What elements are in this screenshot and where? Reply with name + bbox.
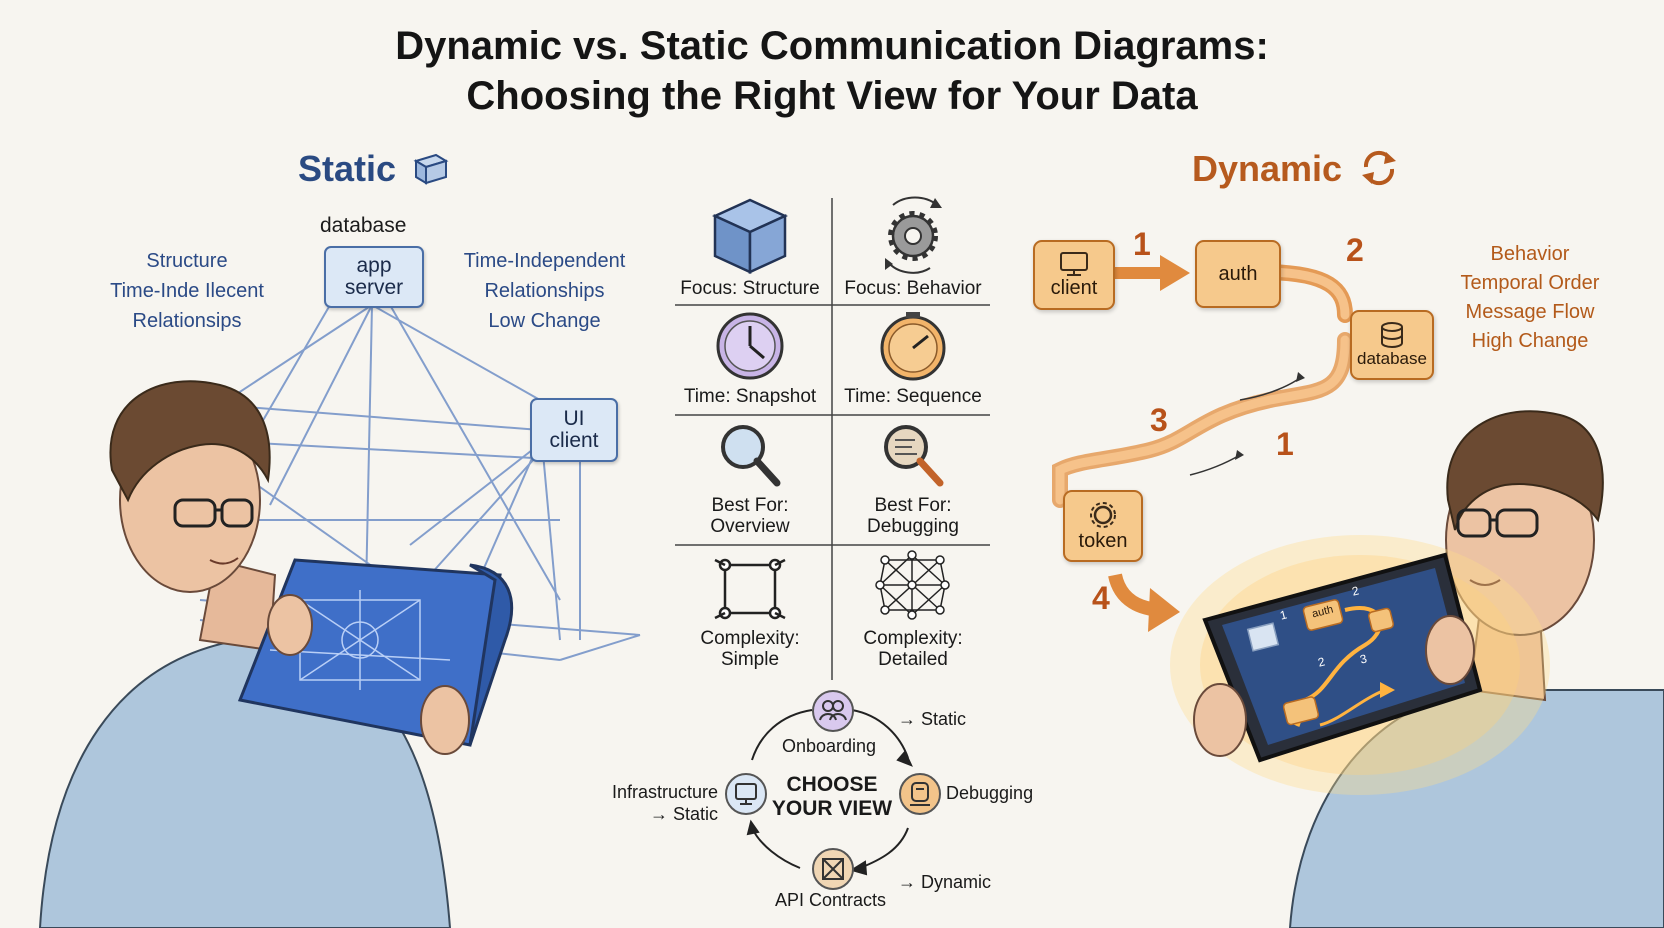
cell-focus-behavior: Focus: Behavior bbox=[844, 278, 982, 299]
infrastructure-result: → Static bbox=[649, 804, 718, 824]
choose-your-view: CHOOSE YOUR VIEW bbox=[762, 773, 902, 821]
cell-focus-structure: Focus: Structure bbox=[680, 278, 820, 299]
cell-complexity-simple: Complexity: Simple bbox=[675, 628, 825, 670]
cell-complexity-simple-line-2: Simple bbox=[720, 649, 780, 670]
cell-best-for-debugging-line-2: Debugging bbox=[867, 516, 959, 537]
cell-complexity-simple-line-1: Complexity: bbox=[700, 628, 800, 649]
step-1-top: 1 bbox=[1133, 226, 1151, 262]
refresh-cycle-icon bbox=[1362, 150, 1397, 186]
ui-client-line-2: client bbox=[549, 429, 599, 452]
infrastructure-label: Infrastructure bbox=[611, 782, 718, 802]
choose-your-view-line-2: YOUR VIEW bbox=[771, 797, 893, 820]
app-server-line-2: server bbox=[344, 276, 404, 299]
dynamic-person-illustration bbox=[1288, 410, 1664, 928]
app-server-line-1: app bbox=[356, 254, 392, 277]
database-label: database bbox=[320, 214, 407, 237]
cell-complexity-detailed-line-2: Detailed bbox=[878, 649, 948, 670]
note-behavior: Behavior bbox=[1490, 243, 1570, 265]
cell-best-for-overview-line-2: Overview bbox=[710, 516, 790, 537]
static-heading-label: Static bbox=[298, 148, 397, 189]
ui-client-line-1: UI bbox=[563, 407, 585, 430]
note-time-independent: Time-Independent bbox=[463, 250, 626, 272]
onboarding-result: → Static bbox=[898, 709, 967, 729]
static-heading: Static bbox=[298, 148, 450, 190]
static-right-notes: Time-Independent Relationships Low Chang… bbox=[452, 246, 637, 336]
note-temporal-order: Temporal Order bbox=[1460, 272, 1600, 294]
note-relationships-garbled: Relationsips bbox=[132, 310, 242, 332]
cell-complexity-detailed: Complexity: Detailed bbox=[838, 628, 988, 670]
dynamic-heading: Dynamic bbox=[1192, 148, 1400, 190]
api-result: → Dynamic bbox=[898, 872, 992, 892]
api-contracts-label: API Contracts bbox=[775, 890, 887, 910]
token-node: token bbox=[1063, 490, 1143, 562]
step-2: 2 bbox=[1346, 232, 1364, 268]
onboarding-people-icon bbox=[812, 690, 854, 732]
server-box-icon bbox=[413, 153, 449, 185]
cell-best-for-overview-line-1: Best For: bbox=[711, 495, 789, 516]
monitor-icon bbox=[1060, 251, 1088, 276]
token-node-label: token bbox=[1078, 529, 1128, 552]
app-server-node: app server bbox=[324, 246, 424, 308]
cell-best-for-overview: Best For: Overview bbox=[675, 495, 825, 537]
auth-node-label: auth bbox=[1218, 262, 1258, 285]
cell-complexity-detailed-line-1: Complexity: bbox=[863, 628, 963, 649]
onboarding-label: Onboarding bbox=[782, 736, 877, 756]
note-relationships: Relationships bbox=[484, 280, 605, 302]
step-3: 3 bbox=[1150, 402, 1168, 438]
choose-view-cycle bbox=[746, 709, 913, 876]
database-icon bbox=[1381, 322, 1403, 348]
note-structure: Structure bbox=[146, 250, 228, 272]
cell-best-for-debugging: Best For: Debugging bbox=[838, 495, 988, 537]
debugging-person-icon bbox=[899, 773, 941, 815]
client-node: client bbox=[1033, 240, 1115, 310]
client-node-label: client bbox=[1050, 276, 1098, 299]
comparison-grid-lines bbox=[675, 198, 990, 680]
database-node-label: database bbox=[1357, 349, 1427, 368]
debugging-label: Debugging bbox=[946, 783, 1034, 803]
static-person-illustration bbox=[38, 380, 514, 928]
cell-time-sequence: Time: Sequence bbox=[844, 386, 982, 407]
note-low-change: Low Change bbox=[488, 310, 601, 332]
dynamic-heading-label: Dynamic bbox=[1192, 148, 1343, 189]
page-title-line-2: Choosing the Right View for Your Data bbox=[466, 74, 1198, 118]
cell-best-for-debugging-line-1: Best For: bbox=[874, 495, 952, 516]
note-high-change: High Change bbox=[1471, 330, 1589, 352]
infrastructure-monitor-icon bbox=[725, 773, 767, 815]
database-node: database bbox=[1350, 310, 1434, 380]
cell-time-snapshot: Time: Snapshot bbox=[683, 386, 817, 407]
choose-your-view-line-1: CHOOSE bbox=[786, 773, 878, 796]
page-title-line-1: Dynamic vs. Static Communication Diagram… bbox=[395, 24, 1269, 68]
dynamic-notes: Behavior Temporal Order Message Flow Hig… bbox=[1445, 240, 1615, 356]
step-1-return: 1 bbox=[1276, 426, 1294, 462]
tablet-illustration bbox=[1170, 535, 1550, 795]
dynamic-flow-path bbox=[1052, 255, 1353, 632]
ui-client-node: UI client bbox=[530, 398, 618, 462]
token-gear-icon bbox=[1090, 501, 1116, 528]
note-message-flow: Message Flow bbox=[1465, 301, 1595, 323]
static-left-notes: Structure Time-Inde​ ​Ilecent Relationsi… bbox=[92, 246, 282, 336]
step-4: 4 bbox=[1092, 580, 1110, 616]
note-time-independent-garbled: Time-Inde​ ​Ilecent bbox=[110, 280, 264, 302]
auth-node: auth bbox=[1195, 240, 1281, 308]
api-contracts-icon bbox=[812, 848, 854, 890]
